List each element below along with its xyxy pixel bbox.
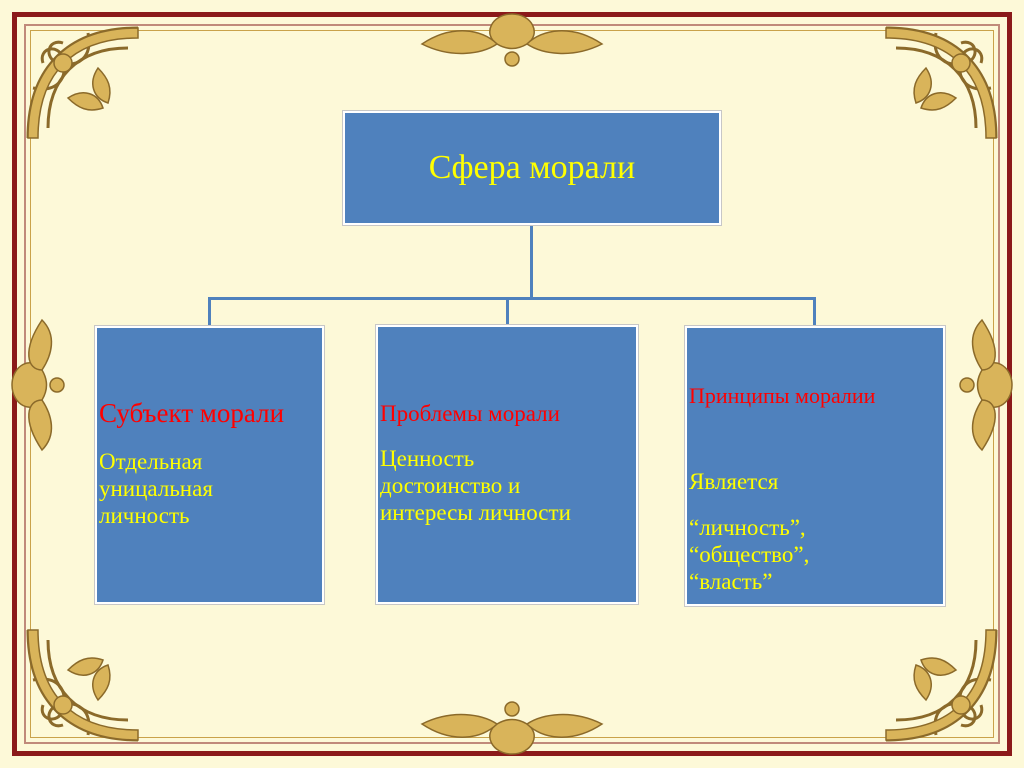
root-node: Сфера морали <box>343 111 721 225</box>
child-node-principles: Принципы моралии Является “личность”, “о… <box>685 326 945 606</box>
root-node-label: Сфера морали <box>428 149 636 186</box>
connector-child3 <box>813 297 816 326</box>
corner-ornament-bottom-left <box>26 629 139 742</box>
child-node-heading: Проблемы морали <box>380 401 560 426</box>
edge-ornament-bottom <box>420 701 604 755</box>
corner-ornament-bottom-right <box>885 629 998 742</box>
corner-ornament-top-right <box>885 26 998 139</box>
edge-ornament-top <box>420 13 604 67</box>
edge-ornament-left <box>11 318 65 452</box>
connector-child2 <box>506 297 509 325</box>
connector-root-vertical <box>530 225 533 300</box>
corner-ornament-top-left <box>26 26 139 139</box>
child-node-problems: Проблемы морали Ценность достоинство и и… <box>376 325 638 604</box>
child-node-intro: Является <box>689 469 779 494</box>
child-node-subject: Субъект морали Отдельная уницальная личн… <box>95 326 324 604</box>
child-node-body: “личность”, “общество”, “власть” <box>689 515 810 595</box>
child-node-heading: Субъект морали <box>99 398 285 428</box>
child-node-heading: Принципы моралии <box>689 383 876 408</box>
child-node-body: Ценность достоинство и интересы личности <box>380 446 571 526</box>
child-node-body: Отдельная уницальная личность <box>99 449 213 529</box>
edge-ornament-right <box>959 318 1013 452</box>
connector-child1 <box>208 297 211 326</box>
connector-horizontal-bus <box>208 297 816 300</box>
